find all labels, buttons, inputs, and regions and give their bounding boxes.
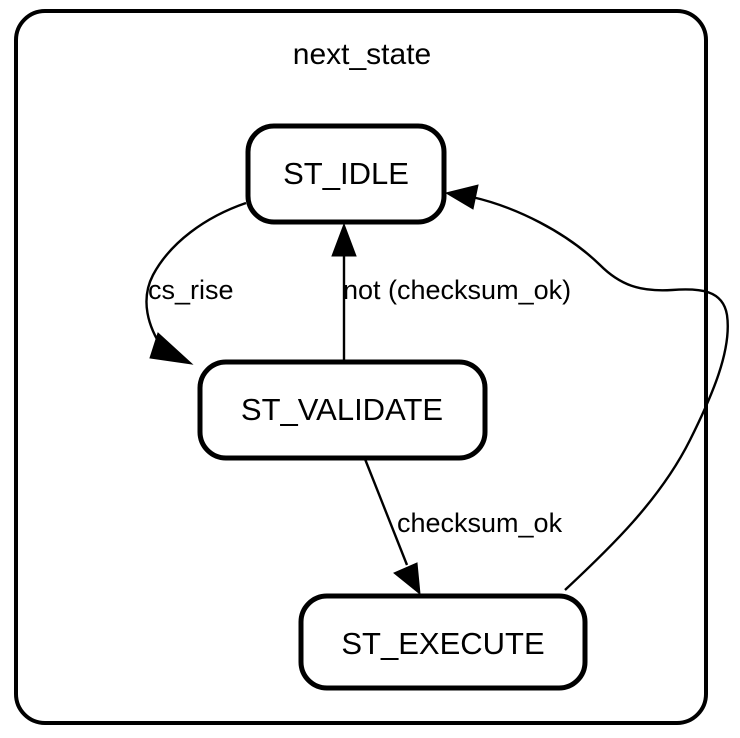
- arrowhead-cs-rise: [149, 332, 194, 365]
- graph-title: next_state: [293, 38, 431, 71]
- state-box-st-idle: [245, 123, 447, 225]
- state-label-st-validate: ST_VALIDATE: [241, 392, 443, 427]
- arrowhead-execute-return: [444, 184, 479, 210]
- cluster-frame: [14, 9, 708, 725]
- state-node-st-validate[interactable]: ST_VALIDATE: [197, 359, 488, 461]
- arrowhead-checksum-ok: [393, 562, 421, 596]
- transition-validate-to-idle[interactable]: not (checksum_ok): [331, 222, 571, 360]
- state-box-st-validate: [197, 359, 488, 461]
- arrowhead-not-checksum-ok: [331, 222, 357, 257]
- state-label-st-execute: ST_EXECUTE: [341, 626, 544, 661]
- transition-idle-to-validate[interactable]: cs_rise: [145, 201, 247, 365]
- state-box-st-execute: [298, 593, 588, 691]
- edge-label-checksum-ok: checksum_ok: [397, 508, 563, 538]
- edge-label-cs-rise: cs_rise: [148, 275, 234, 305]
- edge-path-cs-rise: [145, 201, 247, 350]
- edge-label-not-checksum-ok: not (checksum_ok): [343, 275, 571, 305]
- state-node-st-idle[interactable]: ST_IDLE: [245, 123, 447, 225]
- state-node-st-execute[interactable]: ST_EXECUTE: [298, 593, 588, 691]
- edge-path-execute-return: [471, 195, 729, 591]
- transition-validate-to-execute[interactable]: checksum_ok: [363, 458, 563, 596]
- transition-execute-to-idle[interactable]: [444, 184, 729, 591]
- edge-path-checksum-ok: [363, 458, 409, 566]
- state-label-st-idle: ST_IDLE: [283, 156, 409, 191]
